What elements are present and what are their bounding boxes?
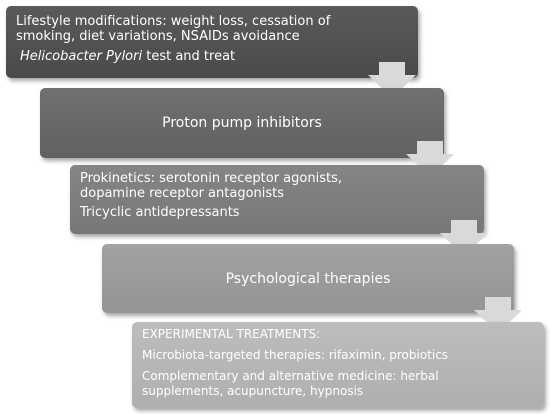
step5-line2: Microbiota-targeted therapies: rifaximin… <box>142 348 449 362</box>
step3-line1: Prokinetics: serotonin receptor agonists… <box>80 171 342 186</box>
down-arrow-icon <box>440 220 488 256</box>
step5-heading: EXPERIMENTAL TREATMENTS: <box>142 327 321 341</box>
down-arrow-icon <box>368 62 416 98</box>
step1-test-line: Helicobacter Pylori test and treat <box>16 49 408 64</box>
step3-line3: Tricyclic antidepressants <box>80 205 240 220</box>
step-lifestyle-modifications: Lifestyle modifications: weight loss, ce… <box>6 6 418 78</box>
step-experimental-treatments: EXPERIMENTAL TREATMENTS: Microbiota-targ… <box>132 322 544 408</box>
step5-line4: supplements, acupuncture, hypnosis <box>142 384 364 398</box>
helicobacter-label: Helicobacter Pylori <box>20 49 143 64</box>
test-and-treat-label: test and treat <box>142 49 236 64</box>
step-psychological-therapies: Psychological therapies <box>102 244 514 313</box>
step-prokinetics-antidepressants: Prokinetics: serotonin receptor agonists… <box>70 165 484 234</box>
step1-line1: Lifestyle modifications: weight loss, ce… <box>16 14 331 29</box>
step2-label: Proton pump inhibitors <box>162 115 322 131</box>
down-arrow-icon <box>406 141 454 177</box>
step1-line2: smoking, diet variations, NSAIDs avoidan… <box>16 29 300 44</box>
step-proton-pump-inhibitors: Proton pump inhibitors <box>40 88 444 158</box>
step3-line2: dopamine receptor antagonists <box>80 186 285 201</box>
down-arrow-icon <box>474 297 522 333</box>
step5-line3: Complementary and alternative medicine: … <box>142 369 439 383</box>
step4-label: Psychological therapies <box>225 270 391 287</box>
